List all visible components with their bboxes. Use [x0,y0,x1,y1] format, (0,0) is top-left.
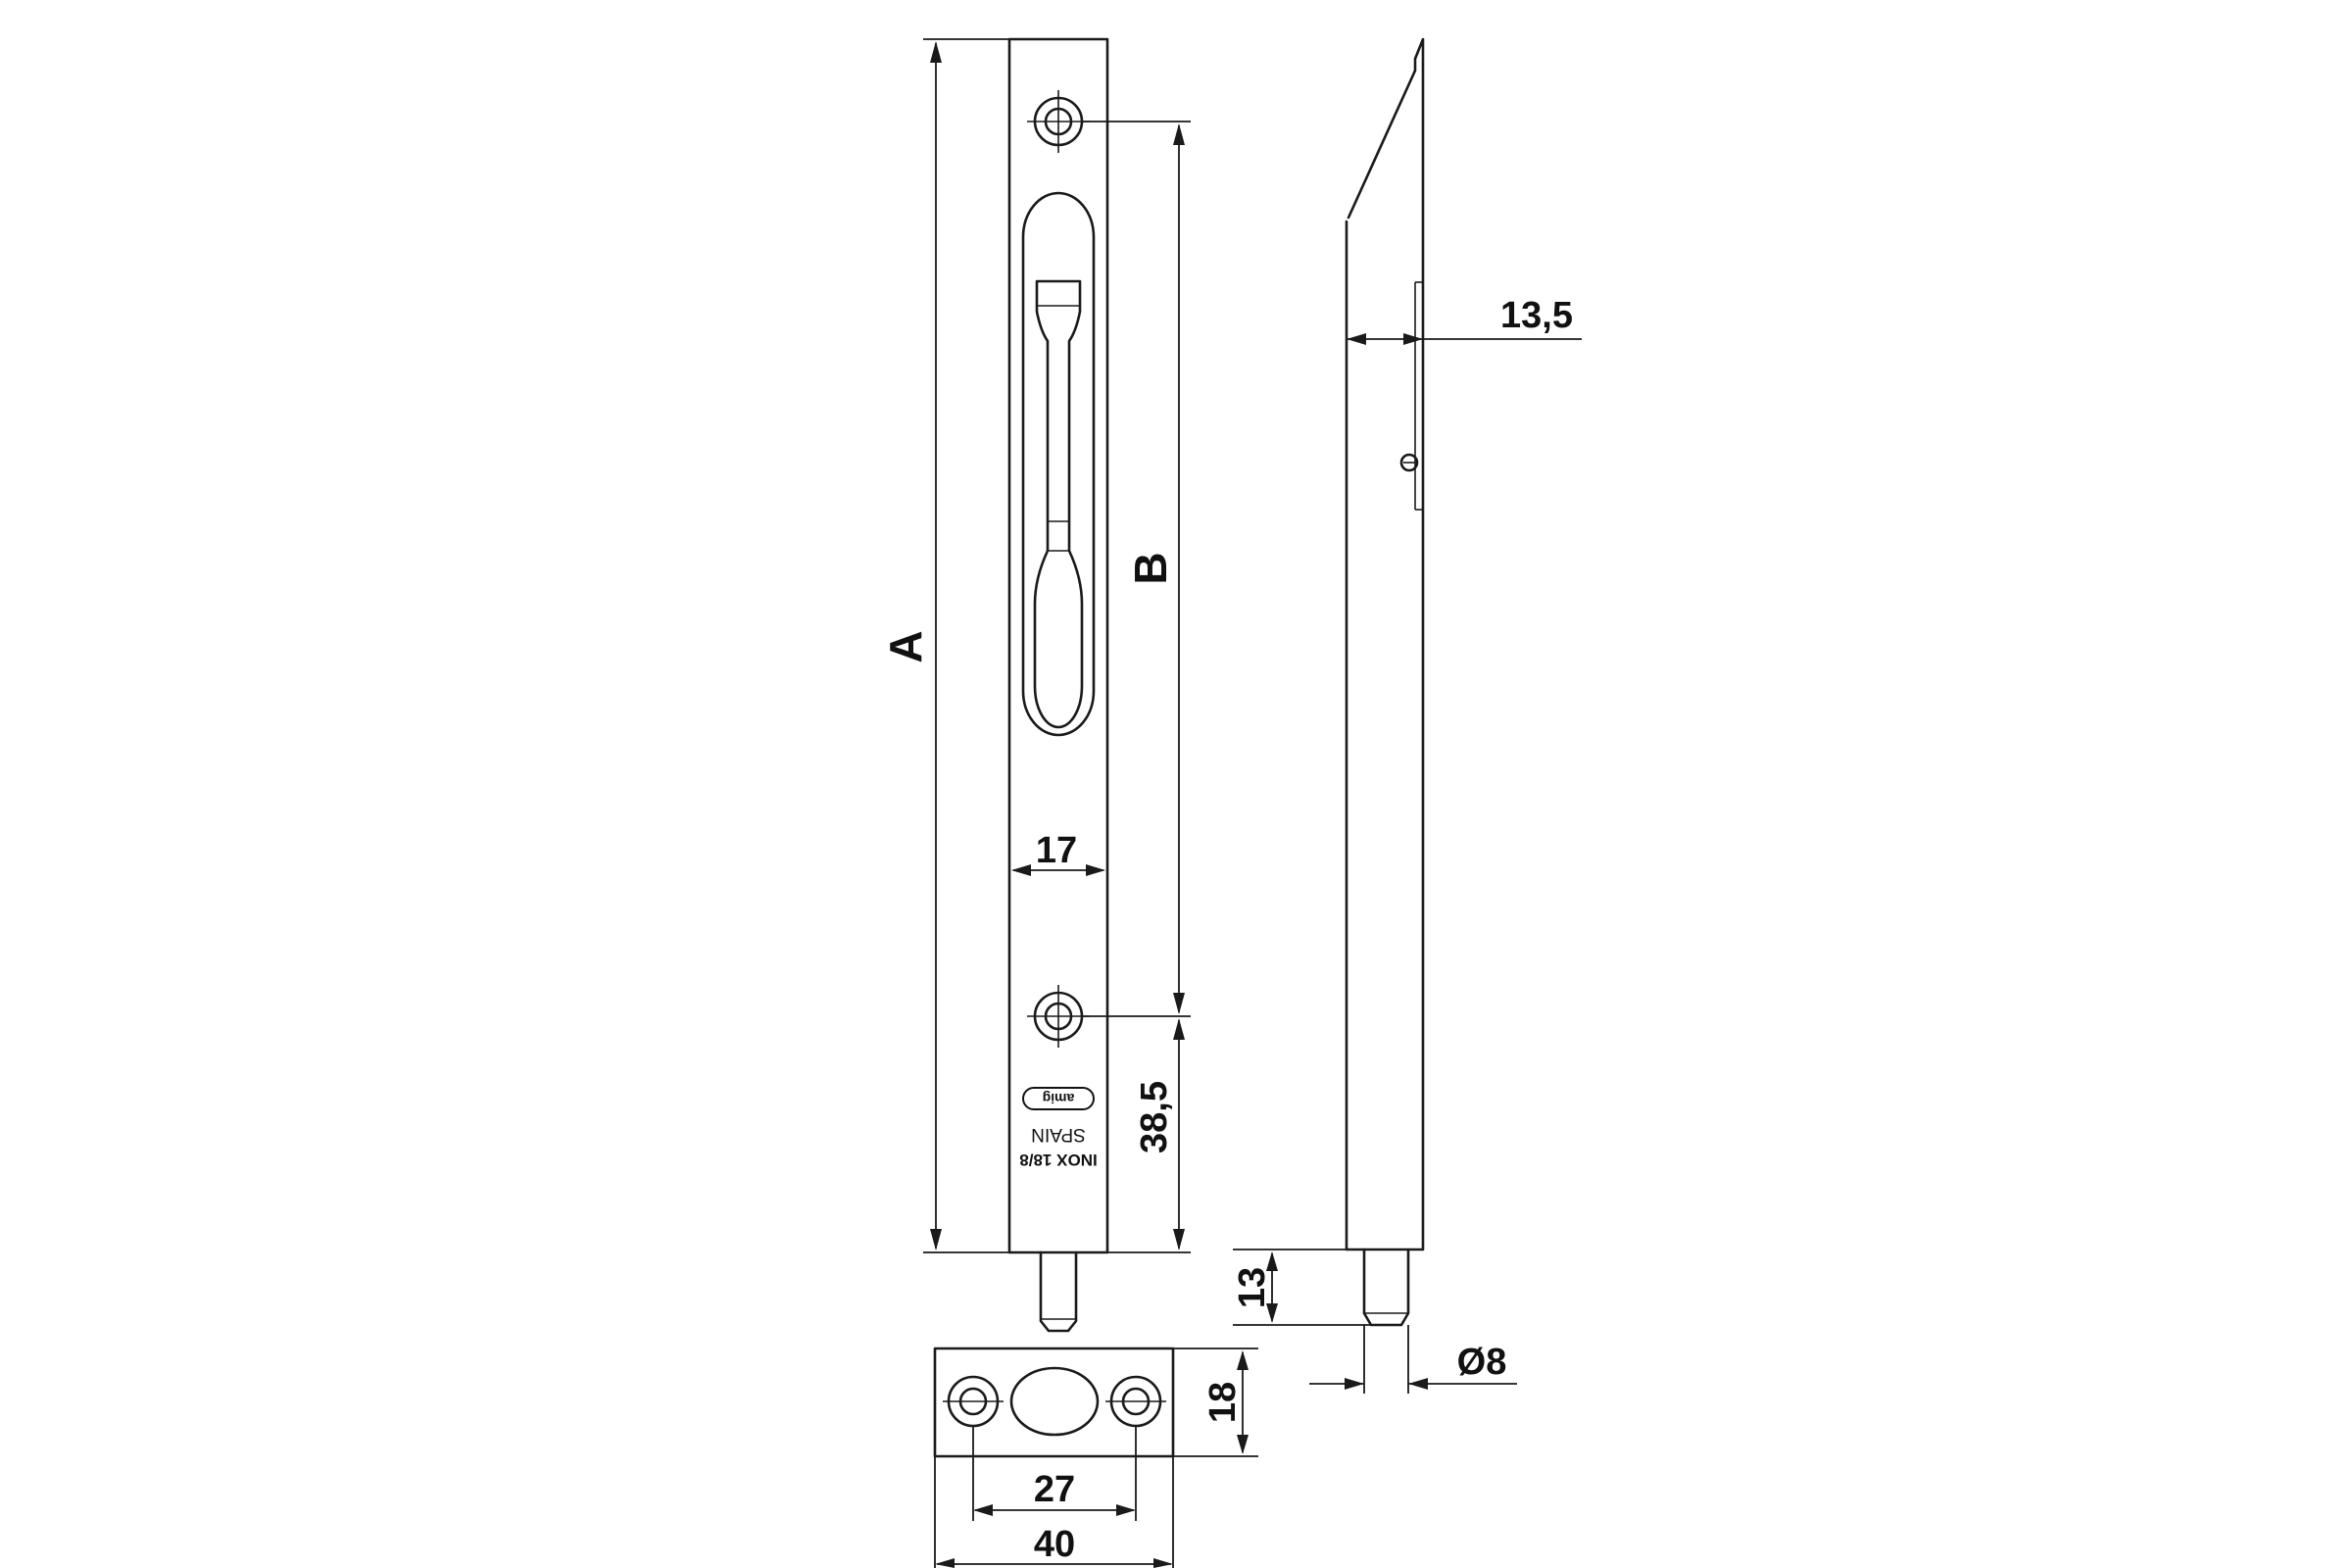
top-screw-hole [1027,90,1090,153]
dimension-38-5: 38,5 [1107,1018,1191,1253]
dimension-a-label: A [880,630,931,662]
dimension-17-label: 17 [1036,830,1077,871]
lever-slot [1021,191,1096,737]
dimension-diameter-8-label: Ø8 [1457,1342,1507,1383]
keeper-pin-slot [1009,1366,1100,1437]
keeper-body [933,1347,1175,1458]
side-profile [1345,37,1425,1251]
bolt-pin [1039,1250,1078,1333]
stamp-markings: INOX 18/8 SPAIN amig [1019,1087,1098,1169]
dimension-b-label: B [1125,552,1176,584]
dimension-18-label: 18 [1202,1382,1244,1423]
origin-mark: SPAIN [1031,1124,1086,1145]
side-pin [1362,1248,1410,1327]
keeper-right-hole [1105,1375,1166,1428]
dimension-13-5-label: 13,5 [1500,295,1573,336]
dimension-27-label: 27 [1034,1469,1075,1510]
dimension-17: 17 [1011,830,1105,876]
material-mark: INOX 18/8 [1019,1151,1097,1169]
brand-logo: amig [1043,1091,1075,1106]
dimension-b: B [1082,121,1191,1017]
dimension-38-5-label: 38,5 [1134,1081,1175,1153]
dimension-13-5: 13,5 [1347,295,1582,345]
dimension-27: 27 [972,1427,1137,1521]
bottom-screw-hole [1027,985,1090,1048]
dimension-40-label: 40 [1034,1524,1075,1565]
brand-logo-oval [1022,1087,1095,1110]
keeper-plate [933,1347,1175,1458]
side-view [1345,37,1425,1327]
dimension-13: 13 [1232,1249,1371,1326]
dimension-diameter-8: Ø8 [1309,1325,1517,1394]
bolt-plate [1007,37,1109,1254]
dimension-a: A [880,38,1009,1253]
front-view: INOX 18/8 SPAIN amig [1007,37,1109,1333]
rivet [1399,453,1419,472]
dimension-18: 18 [1173,1348,1258,1457]
keeper-left-hole [943,1375,1004,1428]
dimension-13-label: 13 [1232,1267,1273,1308]
dimension-40: 40 [934,1456,1174,1568]
